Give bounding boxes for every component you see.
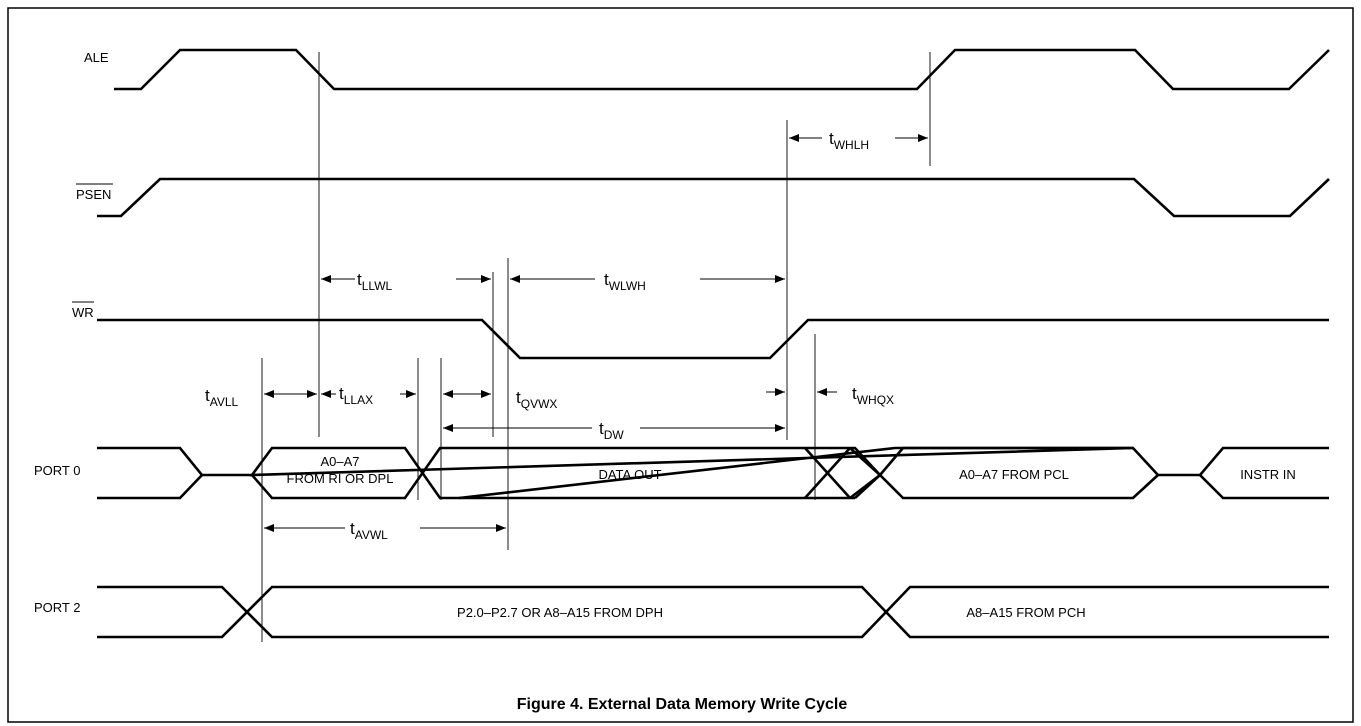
svg-text:tAVLL: tAVLL: [205, 386, 239, 409]
port2-dph-label: P2.0–P2.7 OR A8–A15 FROM DPH: [457, 605, 663, 620]
timing-guides: [261, 52, 931, 642]
ale-label: ALE: [84, 50, 109, 65]
svg-text:tLLAX: tLLAX: [339, 384, 373, 407]
svg-text:tWLWH: tWLWH: [604, 270, 646, 293]
port0-instr-in-label: INSTR IN: [1240, 467, 1296, 482]
port0-from-ri-dpl-label: FROM RI OR DPL: [287, 471, 394, 486]
timing-avll: tAVLL: [205, 386, 317, 409]
svg-text:tQVWX: tQVWX: [516, 388, 557, 411]
timing-llax: tLLAX: [321, 384, 416, 407]
port0-a0-a7-label: A0–A7: [320, 454, 359, 469]
psen-waveform: [97, 177, 1330, 218]
svg-text:tAVWL: tAVWL: [350, 519, 388, 542]
figure-frame: [7, 7, 1354, 723]
svg-text:tWHLH: tWHLH: [829, 129, 869, 152]
port0-a0-a7-pcl-label: A0–A7 FROM PCL: [959, 467, 1069, 482]
port0-data-out-label: DATA OUT: [598, 467, 661, 482]
wr-waveform: [97, 318, 1329, 360]
port0-label: PORT 0: [34, 463, 80, 478]
timing-qvwx: tQVWX: [443, 388, 557, 411]
timing-dw: tDW: [443, 419, 785, 442]
port2-pch-label: A8–A15 FROM PCH: [966, 605, 1085, 620]
port2-waveform: [97, 585, 1329, 639]
psen-label: PSEN: [76, 187, 111, 202]
timing-avwl: tAVWL: [264, 519, 506, 542]
port2-label: PORT 2: [34, 600, 80, 615]
ale-waveform: [114, 48, 1330, 91]
svg-text:tLLWL: tLLWL: [357, 270, 393, 293]
timing-whqx: tWHQX: [766, 384, 894, 407]
svg-text:tWHQX: tWHQX: [852, 384, 894, 407]
timing-whlh: tWHLH: [789, 129, 928, 152]
wr-label: WR: [72, 305, 94, 320]
svg-text:tDW: tDW: [599, 419, 624, 442]
timing-llwl: tLLWL: [321, 270, 491, 293]
timing-wlwh: tWLWH: [510, 270, 785, 293]
port0-waveform: [97, 446, 1329, 500]
figure-caption: Figure 4. External Data Memory Write Cyc…: [517, 696, 848, 713]
